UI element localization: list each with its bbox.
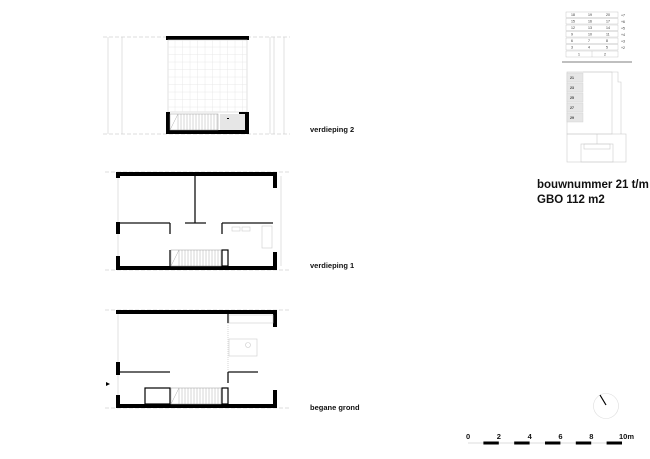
unit-number: 3 xyxy=(571,46,573,50)
unit-number: 8 xyxy=(606,39,608,43)
scale-segment xyxy=(514,441,530,445)
floor-plan-begane-grond: begane grond xyxy=(105,309,360,412)
scale-segment xyxy=(483,441,499,445)
unit-number: 15 xyxy=(571,20,575,24)
unit-range-title: bouwnummer 21 t/m 29 xyxy=(537,179,650,191)
scale-tick-label: 4 xyxy=(528,432,533,441)
unit-number: 12 xyxy=(571,26,575,30)
scale-tick-label: 8 xyxy=(589,432,593,441)
key-plan-unit xyxy=(566,82,584,93)
unit-number: 27 xyxy=(570,106,574,110)
unit-number: 16 xyxy=(588,20,592,24)
unit-number: 19 xyxy=(588,13,592,17)
stairs xyxy=(170,249,222,267)
key-plan-unit xyxy=(566,102,584,113)
unit-number: 7 xyxy=(588,39,590,43)
unit-number: 5 xyxy=(606,46,608,50)
unit-number: 10 xyxy=(588,33,592,37)
unit-number: 25 xyxy=(570,96,574,100)
floor-level: +7 xyxy=(621,14,625,18)
scale-tick-label: 2 xyxy=(497,432,501,441)
floor-level: +6 xyxy=(621,20,625,24)
scale-tick-label: 10m xyxy=(619,432,634,441)
floor-label: verdieping 2 xyxy=(310,125,354,134)
unit-number: 23 xyxy=(570,86,574,90)
stack-row xyxy=(565,24,619,31)
scale-segment xyxy=(545,441,561,445)
floor-plan-verdieping-2: verdieping 2 xyxy=(103,36,354,135)
stairs xyxy=(170,387,222,405)
stack-row xyxy=(565,18,619,25)
unit-number: 20 xyxy=(606,13,610,17)
floor-area: GBO 112 m2 xyxy=(537,194,605,206)
key-plan-unit xyxy=(566,112,584,123)
stack-row xyxy=(565,11,619,18)
unit-number: 17 xyxy=(606,20,610,24)
stack-row xyxy=(565,44,619,51)
unit-number: 21 xyxy=(570,76,574,80)
unit-number: 18 xyxy=(571,13,575,17)
unit-number: 29 xyxy=(570,116,574,120)
scale-segment xyxy=(575,441,592,445)
floor-level: +3 xyxy=(621,40,625,44)
stairs xyxy=(169,113,219,131)
scale-tick-label: 0 xyxy=(466,432,470,441)
floor-label: begane grond xyxy=(310,403,360,412)
scale-tick-label: 6 xyxy=(558,432,562,441)
floor-level: +5 xyxy=(621,27,625,31)
unit-number: 9 xyxy=(571,33,573,37)
entrance-arrow-icon xyxy=(106,382,110,386)
scale-segment xyxy=(606,441,622,445)
stack-row xyxy=(565,37,619,44)
key-plan: 21 23 25 27 29 xyxy=(566,71,627,163)
unit-number: 1 xyxy=(578,53,580,57)
unit-number: 11 xyxy=(606,33,610,37)
scale-bar: 0 2 4 6 8 10m xyxy=(466,432,634,445)
floor-plan-verdieping-1: verdieping 1 xyxy=(105,171,354,271)
unit-number: 6 xyxy=(571,39,573,43)
stack-row xyxy=(565,31,619,38)
key-plan-unit xyxy=(566,92,584,103)
unit-number: 2 xyxy=(604,53,606,57)
floor-level: +4 xyxy=(621,33,625,37)
floor-label: verdieping 1 xyxy=(310,261,354,270)
unit-number: 4 xyxy=(588,46,590,50)
floor-level: +2 xyxy=(621,46,625,50)
north-arrow-icon xyxy=(593,393,619,419)
unit-number: 14 xyxy=(606,26,610,30)
key-plan-unit xyxy=(566,72,584,83)
unit-number: 13 xyxy=(588,26,592,30)
